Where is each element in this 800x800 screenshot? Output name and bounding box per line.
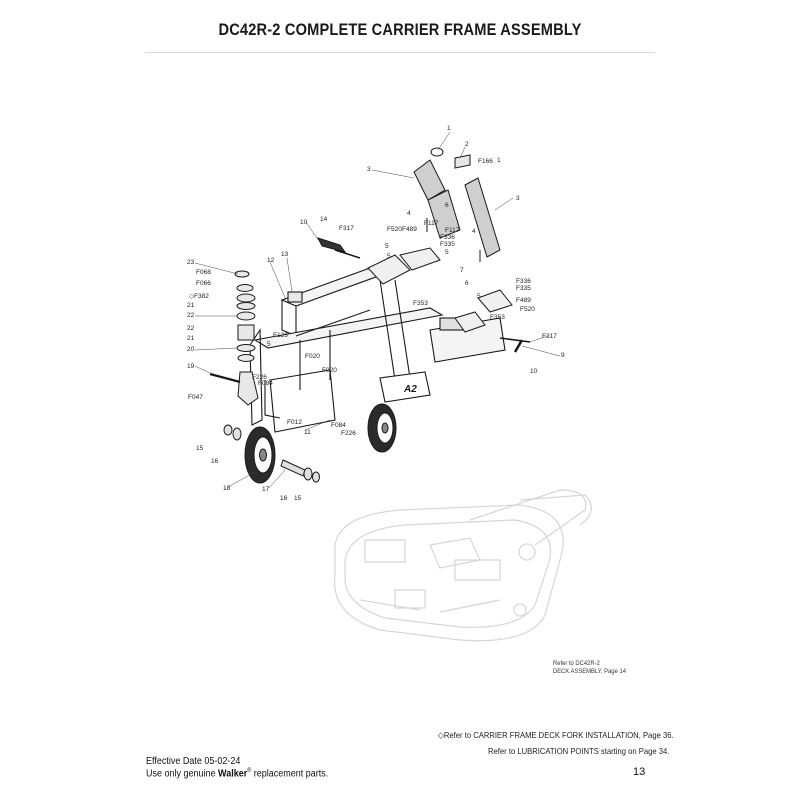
callout-label: F353 <box>490 314 505 321</box>
callout-label: 23 <box>187 259 195 266</box>
callout-label: 15 <box>294 495 302 502</box>
brackets-group <box>317 237 531 353</box>
leader-lines <box>194 131 561 489</box>
callout-label: 2 <box>465 141 469 148</box>
callout-label: 12 <box>267 257 275 264</box>
callout-label: F336 <box>440 234 455 241</box>
axle-hardware <box>223 424 320 483</box>
callout-label: 5 <box>387 253 391 260</box>
callout-label: F117 <box>445 227 460 234</box>
callout-label: F489 <box>516 297 531 304</box>
callout-label: ◇F382 <box>189 293 209 300</box>
callout-label: F520 <box>520 306 535 313</box>
callout-label: 4 <box>472 228 476 235</box>
callout-label: F335 <box>440 241 455 248</box>
deck-assembly-ghost <box>333 489 592 642</box>
callout-label: 22 <box>187 312 195 319</box>
callout-label: F020 <box>322 367 337 374</box>
page-title: DC42R-2 COMPLETE CARRIER FRAME ASSEMBLY <box>218 20 582 39</box>
callout-label: F336 <box>516 278 531 285</box>
callout-label: 5 <box>385 243 389 250</box>
callout-label: F317 <box>542 333 557 340</box>
registered-mark: ® <box>247 768 252 774</box>
callout-label: 6 <box>445 202 449 209</box>
genuine-pre-text: Use only genuine <box>146 768 219 780</box>
callout-label: 16 <box>280 495 288 502</box>
callout-label: F226 <box>252 374 267 381</box>
callout-label: 21 <box>187 302 195 309</box>
callout-label: F335 <box>516 285 531 292</box>
callout-label: 7 <box>460 267 464 274</box>
callout-labels: 1 2 F166 1 3 3 6 4 F117 F117 F336 F335 5… <box>187 125 565 502</box>
callout-label: 20 <box>187 346 195 353</box>
callout-label: 5 <box>477 293 481 300</box>
callout-label: F068 <box>196 269 211 276</box>
callout-label: 15 <box>196 445 204 452</box>
callout-label: 4 <box>407 210 411 217</box>
brand-name: Walker <box>218 768 248 780</box>
callout-label: 11 <box>304 429 311 436</box>
deck-reference-note: Refer to DC42R-2 DECK ASSEMBLY, Page 14 <box>553 660 626 676</box>
callout-label: 18 <box>223 485 231 492</box>
callout-label: F066 <box>196 280 211 287</box>
genuine-post-text: replacement parts. <box>251 768 329 780</box>
callout-label: 19 <box>187 363 195 370</box>
deck-ref-line2: DECK ASSEMBLY, Page 14 <box>553 668 626 675</box>
callout-label: 6 <box>465 280 469 287</box>
callout-label: 1 <box>447 125 451 132</box>
callout-label: F226 <box>341 430 356 437</box>
callout-label: 22 <box>187 325 195 332</box>
callout-label: F084 <box>258 380 273 387</box>
callout-label: F084 <box>331 422 346 429</box>
wheel-left <box>244 426 276 484</box>
lubrication-note: Refer to LUBRICATION POINTS starting on … <box>488 746 670 756</box>
callout-label: 21 <box>187 335 195 342</box>
callout-label: F020 <box>305 353 320 360</box>
deck-ref-line1: Refer to DC42R-2 <box>553 660 600 667</box>
wheel-right <box>367 403 397 453</box>
a2-frame-label: A2 <box>403 384 417 395</box>
callout-label: 10 <box>530 368 538 375</box>
callout-label: 3 <box>516 195 520 202</box>
callout-label: 1 <box>497 157 501 164</box>
callout-label: F353 <box>413 300 428 307</box>
fork-installation-note: ◇Refer to CARRIER FRAME DECK FORK INSTAL… <box>438 730 674 740</box>
callout-label: 9 <box>561 352 565 359</box>
callout-label: F117 <box>424 220 439 227</box>
callout-label: 5 <box>267 341 271 348</box>
callout-label: F123 <box>273 332 288 339</box>
callout-label: F489 <box>402 226 417 233</box>
callout-label: 3 <box>367 166 371 173</box>
callout-label: F317 <box>339 225 354 232</box>
callout-label: F012 <box>287 419 302 426</box>
callout-label: F047 <box>188 394 203 401</box>
springs-group <box>413 147 501 262</box>
caster-stack-left <box>209 270 259 406</box>
callout-label: F520 <box>387 226 402 233</box>
effective-date: Effective Date 05-02-24 <box>146 756 241 767</box>
callout-label: 13 <box>281 251 289 258</box>
callout-label: 5 <box>445 249 449 256</box>
callout-label: F166 <box>478 158 493 165</box>
callout-label: 16 <box>211 458 219 465</box>
callout-label: 10 <box>300 219 308 226</box>
callout-label: 14 <box>320 216 328 223</box>
title-rule <box>145 52 655 53</box>
page-number: 13 <box>633 766 646 778</box>
genuine-parts-line: Use only genuine Walker® replacement par… <box>146 768 328 779</box>
callout-label: 17 <box>262 486 270 493</box>
